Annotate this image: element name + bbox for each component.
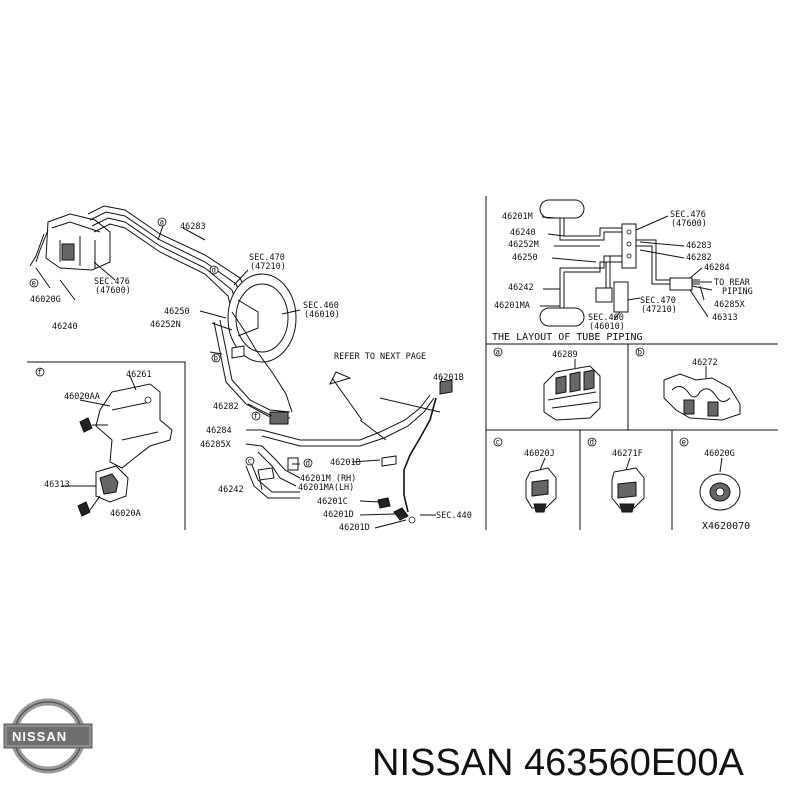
label-46020J: 46020J xyxy=(524,449,555,459)
label-46020AA: 46020AA xyxy=(64,392,100,402)
detail-panels: a 46289 b 46272 c 46020J xyxy=(485,344,778,532)
svg-text:b: b xyxy=(214,354,219,363)
label-46271F: 46271F xyxy=(612,449,643,459)
svg-text:c: c xyxy=(248,457,253,466)
layout-caption: THE LAYOUT OF TUBE PIPING xyxy=(492,332,643,343)
label-46201B: 46201B xyxy=(330,458,361,468)
label-46284: 46284 xyxy=(206,426,232,436)
layout-label-46285X: 46285X xyxy=(714,300,746,310)
layout-label-46201MA: 46201MA xyxy=(494,301,530,311)
detail-c: c 46020J xyxy=(493,438,557,513)
svg-text:d: d xyxy=(212,266,217,275)
svg-text:d: d xyxy=(306,459,311,468)
label-46272: 46272 xyxy=(692,358,718,368)
pipe-bundle xyxy=(87,205,251,313)
label-sec460: SEC.460 xyxy=(303,301,339,311)
tube-piping-layout: 46201M 46240 46252M 46250 46242 46201MA … xyxy=(485,196,778,345)
svg-text:e: e xyxy=(32,279,37,288)
layout-label-sec476: SEC.476 xyxy=(670,210,706,220)
layout-label-46283: 46283 xyxy=(686,241,712,251)
layout-label-sec470: SEC.470 xyxy=(640,296,676,306)
label-46201M: 46201M (RH) xyxy=(300,474,356,484)
svg-text:f: f xyxy=(254,412,259,421)
brake-booster xyxy=(227,273,297,363)
part-title: NISSAN 463560E00A xyxy=(372,742,744,784)
clip-46272 xyxy=(663,373,741,421)
marker-a: a xyxy=(157,218,167,227)
marker-d2: d xyxy=(303,459,313,468)
marker-f: f xyxy=(251,412,261,421)
label-46261: 46261 xyxy=(126,370,152,380)
detail-e: e 46020G xyxy=(679,438,741,511)
label-46282: 46282 xyxy=(213,402,239,412)
layout-label-46201M: 46201M xyxy=(502,212,533,222)
label-46201C: 46201C xyxy=(317,497,348,507)
label-sec440: SEC.440 xyxy=(436,511,472,521)
label-sec476-sub: (47600) xyxy=(95,286,131,296)
layout-label-to-rear: TO REAR xyxy=(714,278,751,288)
layout-label-sec470-sub: (47210) xyxy=(641,305,677,315)
detail-b: b 46272 xyxy=(635,348,741,421)
nissan-logo: NISSAN xyxy=(3,698,93,774)
layout-label-46284: 46284 xyxy=(704,263,730,273)
layout-label-sec476-sub: (47600) xyxy=(671,219,707,229)
detail-f: f 46261 46020AA 46313 46020A xyxy=(27,361,186,530)
layout-label-sec460-sub: (46010) xyxy=(589,322,625,332)
label-46020A: 46020A xyxy=(110,509,141,519)
label-46201D-2: 46201D xyxy=(339,523,370,533)
label-46201MA: 46201MA(LH) xyxy=(298,483,354,493)
svg-text:NISSAN: NISSAN xyxy=(12,729,67,744)
diagram-code: X4620070 xyxy=(702,521,750,532)
svg-text:f: f xyxy=(38,368,43,377)
svg-text:e: e xyxy=(682,438,687,447)
label-46201D-1: 46201D xyxy=(323,510,354,520)
svg-text:c: c xyxy=(496,438,501,447)
svg-text:d: d xyxy=(590,438,595,447)
marker-d: d xyxy=(209,266,219,275)
marker-c: c xyxy=(245,457,255,466)
label-46020G: 46020G xyxy=(30,295,61,305)
label-46285X: 46285X xyxy=(200,440,232,450)
bracket-46261 xyxy=(95,383,173,469)
layout-label-sec460: SEC.460 xyxy=(588,313,624,323)
label-sec470: SEC.470 xyxy=(249,253,285,263)
master-cylinder xyxy=(45,213,111,271)
svg-text:b: b xyxy=(638,348,643,357)
label-46240: 46240 xyxy=(52,322,78,332)
label-46201B-top: 46201B xyxy=(433,373,464,383)
layout-label-46252M: 46252M xyxy=(508,240,539,250)
main-brake-piping-diagram: a d e b f c d 46283 46020G 46240 SEC.476… xyxy=(29,205,472,533)
layout-label-46282: 46282 xyxy=(686,253,712,263)
label-46283: 46283 xyxy=(180,222,206,232)
layout-label-piping: PIPING xyxy=(722,287,753,297)
svg-text:a: a xyxy=(160,218,165,227)
label-46289: 46289 xyxy=(552,350,578,360)
detail-a: a 46289 xyxy=(493,348,601,421)
label-sec470-sub: (47210) xyxy=(250,262,286,272)
refer-note: REFER TO NEXT PAGE xyxy=(334,352,426,362)
label-46250: 46250 xyxy=(164,307,190,317)
label-46020G-detail: 46020G xyxy=(704,449,735,459)
detail-d: d 46271F xyxy=(587,438,645,513)
svg-text:a: a xyxy=(496,348,501,357)
marker-b: b xyxy=(211,354,221,363)
layout-label-46242: 46242 xyxy=(508,283,534,293)
layout-label-46250: 46250 xyxy=(512,253,538,263)
label-sec476: SEC.476 xyxy=(94,277,130,287)
label-46252N: 46252N xyxy=(150,320,181,330)
label-46242: 46242 xyxy=(218,485,244,495)
label-sec460-sub: (46010) xyxy=(304,310,340,320)
marker-e: e xyxy=(29,279,39,288)
label-46313: 46313 xyxy=(44,480,70,490)
layout-label-46240: 46240 xyxy=(510,228,536,238)
layout-label-46313: 46313 xyxy=(712,313,738,323)
